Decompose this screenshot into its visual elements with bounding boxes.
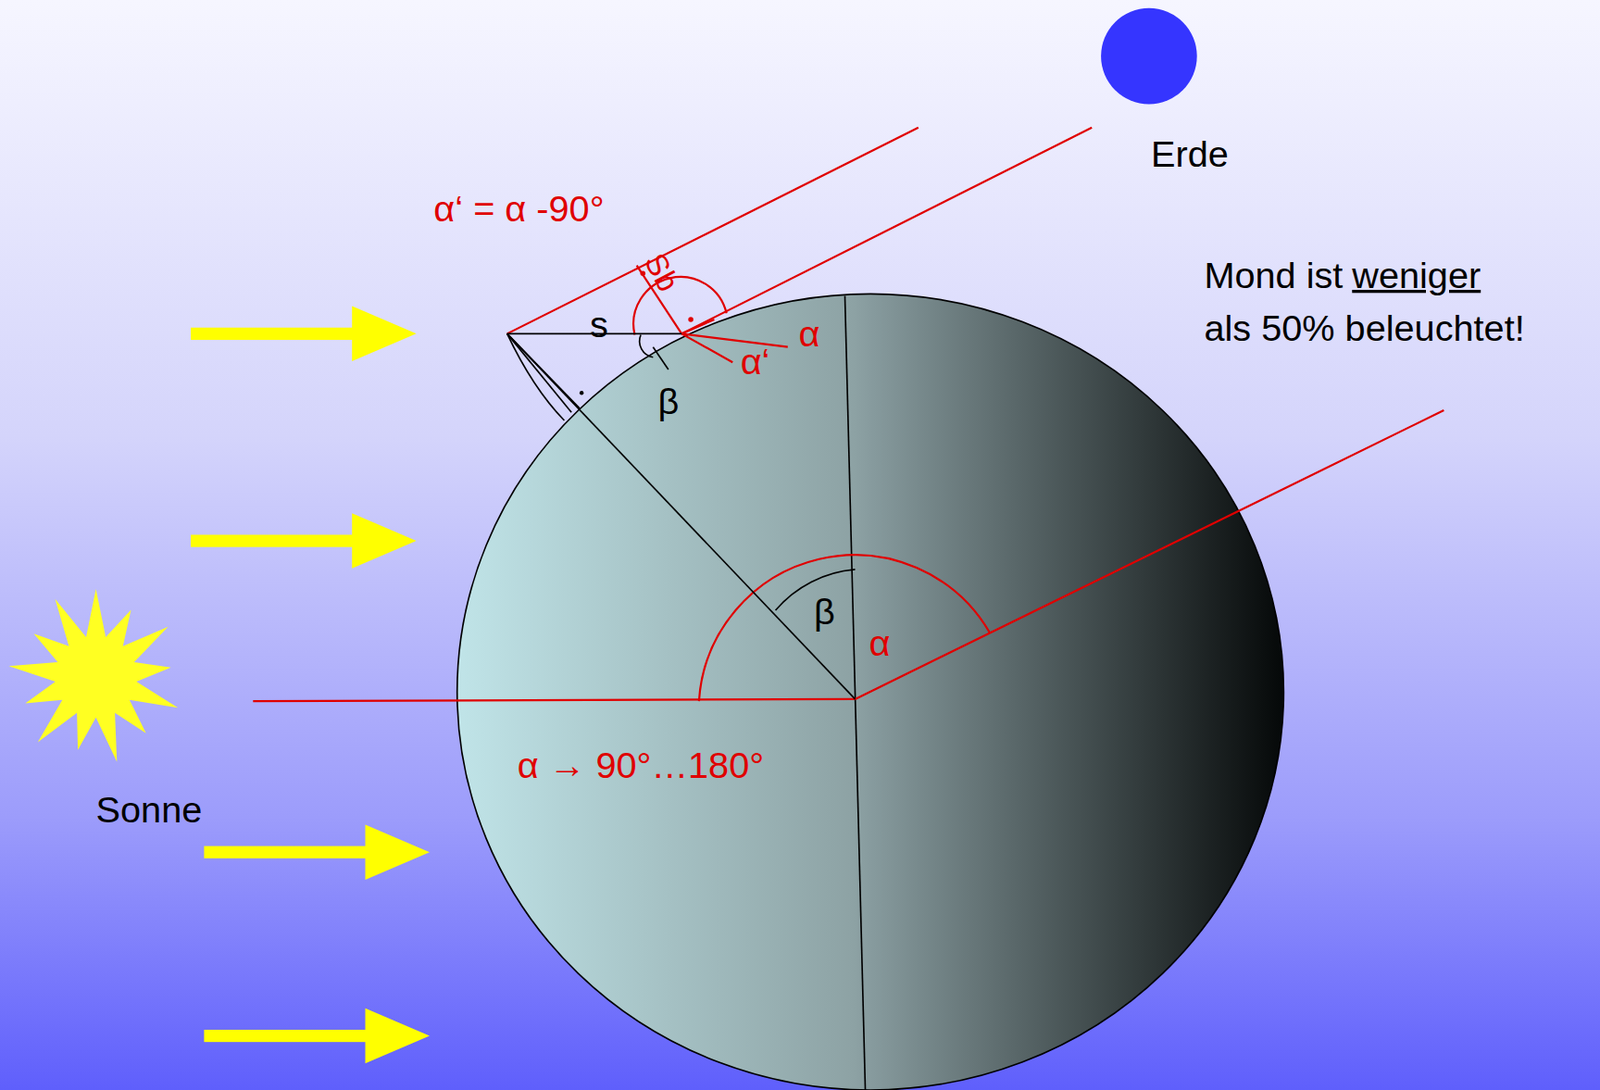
earth-circle-shape [1100,7,1199,106]
label-text: α‘ [740,343,771,381]
label-text: als 50% beleuchtet! [1203,310,1525,348]
label-text: β [657,383,679,421]
label-text: α → 90°…180° [517,747,764,785]
node-label: Sonne [96,791,203,829]
label-text: α [868,624,890,662]
label-text: α [798,315,820,353]
sun-star-shape [8,587,185,766]
earth-circle: Erde [1100,7,1199,106]
label-text: Mond ist [1203,257,1343,295]
node-label: Erde [1150,136,1229,174]
label-text: β [813,593,836,631]
label-text: s [589,306,609,344]
label-text: Sb [638,249,684,297]
label-text: α‘ = α -90° [433,190,604,228]
sun-star: Sonne [8,587,185,766]
label-text: weniger [1351,257,1481,295]
